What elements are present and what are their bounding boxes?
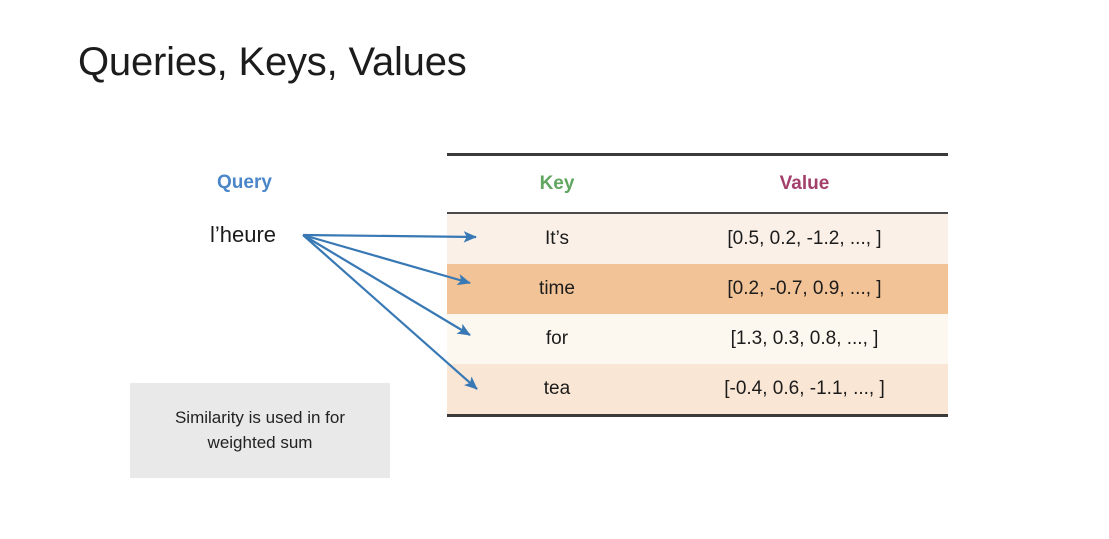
attention-arrow-2 bbox=[302, 234, 471, 336]
cell-value: [-0.4, 0.6, -1.1, ..., ] bbox=[724, 378, 885, 399]
query-column-header: Query bbox=[217, 172, 272, 193]
table-row[interactable]: tea [-0.4, 0.6, -1.1, ..., ] bbox=[447, 364, 948, 414]
cell-key: for bbox=[545, 328, 569, 349]
table-row[interactable]: time [0.2, -0.7, 0.9, ..., ] bbox=[447, 264, 948, 314]
attention-arrow-1 bbox=[302, 233, 471, 286]
query-term-label: l’heure bbox=[210, 222, 277, 247]
table-header-row: Key Value bbox=[447, 156, 948, 212]
note-box: Similarity is used in for weighted sum bbox=[130, 383, 390, 478]
cell-key: tea bbox=[543, 378, 571, 399]
table-top-rule bbox=[447, 153, 948, 156]
table-header-rule bbox=[447, 212, 948, 214]
page-title: Queries, Keys, Values bbox=[78, 40, 467, 84]
key-value-table: Key Value It’s [0.5, 0.2, -1.2, ..., ] t… bbox=[447, 153, 948, 417]
cell-value: [0.2, -0.7, 0.9, ..., ] bbox=[727, 278, 882, 299]
column-header-value: Value bbox=[779, 173, 830, 194]
cell-key: It’s bbox=[545, 228, 569, 249]
cell-value: [1.3, 0.3, 0.8, ..., ] bbox=[730, 328, 879, 349]
cell-value: [0.5, 0.2, -1.2, ..., ] bbox=[727, 228, 882, 249]
table-bottom-rule bbox=[447, 414, 948, 417]
column-header-key: Key bbox=[539, 173, 575, 194]
note-box-text: Similarity is used in for weighted sum bbox=[174, 407, 346, 452]
table-row[interactable]: It’s [0.5, 0.2, -1.2, ..., ] bbox=[447, 214, 948, 264]
cell-key: time bbox=[539, 278, 575, 299]
table-row[interactable]: for [1.3, 0.3, 0.8, ..., ] bbox=[447, 314, 948, 364]
